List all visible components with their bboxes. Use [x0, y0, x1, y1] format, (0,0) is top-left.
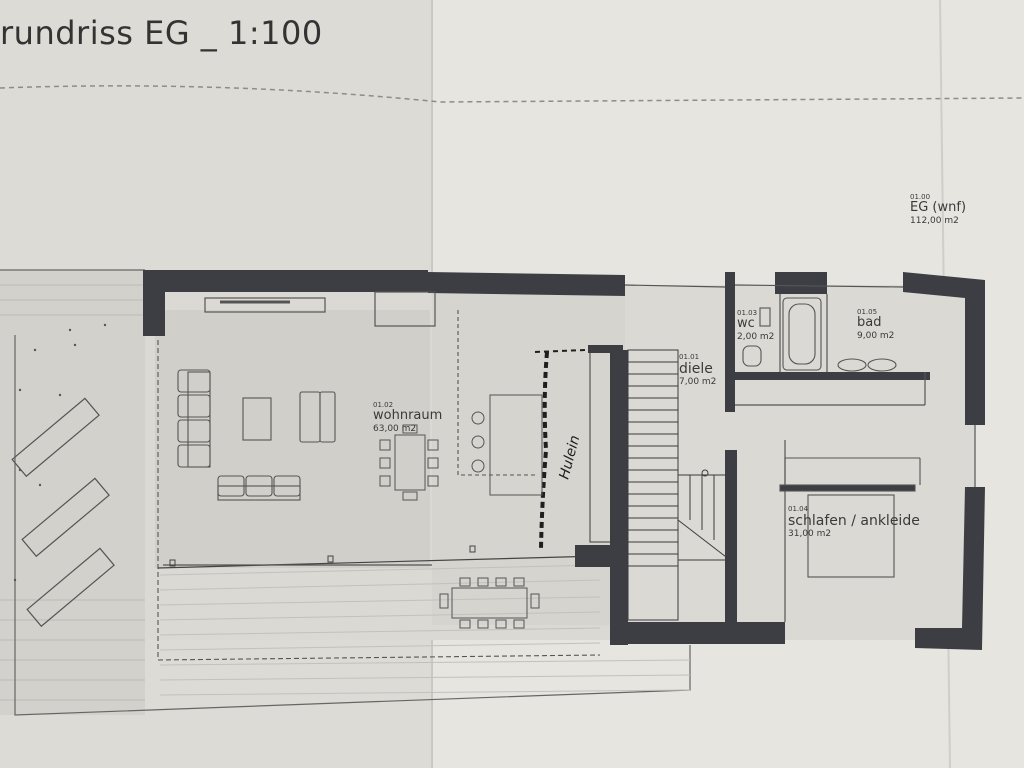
outdoor-table-icon	[439, 577, 540, 629]
room-area: 7,00 m2	[679, 377, 717, 388]
room-area: 31,00 m2	[788, 529, 832, 540]
wall-diele-east	[725, 450, 737, 625]
exterior-walls	[143, 270, 985, 650]
wall-bath-north	[775, 272, 827, 294]
room-label-bad: 01.05 bad 9,00 m2	[857, 308, 894, 341]
wall-north-left	[143, 270, 428, 292]
room-area: 112,00 m2	[910, 215, 959, 226]
wall-wc-west	[725, 272, 735, 412]
sink-icon	[837, 358, 897, 372]
window-recess	[374, 291, 436, 327]
room-name: wc	[737, 316, 755, 332]
room-name: wohnraum	[373, 408, 443, 424]
dining-table-icon	[379, 424, 439, 501]
sunlounger-icon	[21, 477, 110, 558]
kitchen-unit	[471, 394, 543, 496]
slab-edge-dashed	[157, 340, 601, 661]
room-area: 2,00 m2	[737, 331, 775, 342]
room-number: 01.01	[679, 353, 700, 361]
room-label-schlafen: 01.04 schlafen / ankleide 31,00 m2	[788, 505, 920, 539]
room-label-wc: 01.03 wc 2,00 m2	[737, 309, 774, 342]
toilet-icon	[742, 307, 771, 367]
room-name: EG (wnf)	[910, 200, 967, 216]
room-number: 01.02	[373, 401, 394, 409]
terrace-left	[0, 270, 145, 715]
wall-north-center	[428, 272, 625, 296]
room-label-eg: 01.00 EG (wnf) 112,00 m2	[910, 193, 966, 226]
bathtub-icon	[782, 297, 822, 371]
room-label-diele: 01.01 diele 7,00 m2	[679, 353, 716, 387]
room-number: 01.05	[857, 308, 878, 316]
wall-bath-south	[735, 372, 930, 380]
wall-stair-west	[610, 350, 628, 645]
living-floor-shade	[155, 310, 430, 568]
room-label-wohnraum: 01.02 wohnraum 63,00 m2	[373, 401, 442, 434]
wall-se-corner	[915, 487, 985, 650]
room-number: 01.03	[737, 309, 758, 317]
sunlounger-icon	[26, 547, 115, 628]
room-name: schlafen / ankleide	[788, 513, 920, 530]
sheet-title: rundriss EG _ 1:100	[0, 14, 323, 52]
terrace-hatching	[0, 284, 145, 701]
room-name: diele	[679, 361, 713, 378]
wall-south	[610, 622, 785, 644]
room-area: 9,00 m2	[857, 330, 895, 341]
window-sill	[204, 297, 326, 313]
stair-icon	[589, 349, 731, 621]
room-number: 01.04	[788, 505, 809, 513]
property-line	[0, 85, 1024, 103]
room-number: 01.00	[910, 193, 931, 201]
terrace-outline	[14, 335, 691, 716]
bed-icon	[779, 457, 921, 578]
wall-ne-corner	[903, 272, 985, 425]
garden-dots	[13, 323, 107, 582]
room-name: bad	[857, 315, 882, 331]
room-area: 63,00 m2	[373, 423, 417, 434]
wall-stair-top	[588, 345, 623, 353]
sunlounger-icon	[11, 397, 100, 478]
sofa-icon	[177, 369, 336, 501]
